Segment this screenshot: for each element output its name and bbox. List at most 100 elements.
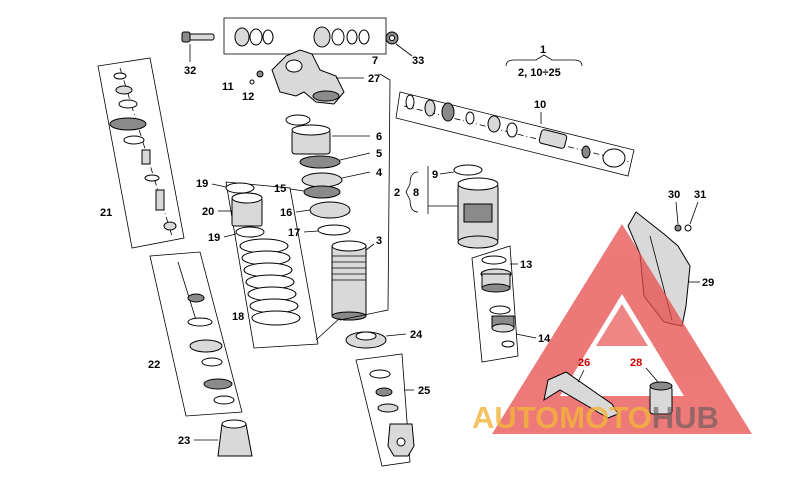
leader-30: [675, 201, 679, 225]
link-line: [315, 317, 341, 341]
leader-26: [577, 369, 585, 383]
lower-washer-a: [187, 293, 205, 303]
leader-15: [289, 188, 305, 192]
top-eye-27: 27 11 12: [222, 49, 380, 105]
oring-top: [285, 114, 311, 126]
lower-ring: [213, 395, 235, 405]
valve-box-10: [395, 91, 635, 177]
seal-ring-left: [249, 28, 263, 46]
watermark-text-auto: AUTOMOTOHUB: [472, 400, 719, 435]
nut-hole: [389, 35, 395, 41]
callout-14: 14: [538, 333, 551, 345]
washer-12: [249, 79, 255, 85]
rod-shaft: [155, 189, 165, 211]
lower-rod: [177, 261, 197, 321]
callout-2: 2: [394, 187, 400, 199]
leader-31: [689, 201, 699, 225]
callout-5: 5: [376, 148, 382, 160]
valve-cap: [405, 94, 415, 110]
reservoir-ring-9: [453, 164, 483, 176]
top-eye-flange: [312, 90, 340, 102]
callout-23: 23: [178, 435, 190, 447]
bracket-26-body: [543, 371, 619, 419]
watermark-text-secondary: HUB: [652, 400, 719, 435]
leader-3: [365, 243, 375, 251]
spring-ring-19-bottom: [235, 226, 265, 238]
rod-shim-b: [123, 135, 145, 145]
callout-31: 31: [694, 189, 706, 201]
callout-1-sub: 2, 10÷25: [518, 67, 561, 79]
assembly-index-group: 1 2, 10÷25: [505, 44, 583, 79]
callout-32: 32: [184, 65, 196, 77]
lower-kit-box-22: [149, 251, 243, 417]
callout-26: 26: [578, 357, 590, 369]
clevis-washer: [377, 403, 399, 413]
top-eye-hole: [285, 59, 303, 73]
callout-15: 15: [274, 183, 286, 195]
reservoir-valve-10: 10: [395, 91, 635, 177]
ring-15: [303, 185, 341, 199]
reservoir-kit-box: [471, 245, 519, 363]
brace-8: [405, 171, 419, 213]
floating-piston-base: [491, 323, 515, 333]
callout-30: 30: [668, 189, 680, 201]
valve-ring-c: [487, 115, 501, 133]
leader-33: [395, 43, 413, 57]
spring-seat-20-top: [231, 192, 263, 204]
spring-coil-7: [251, 310, 301, 326]
valve-knob: [581, 145, 591, 159]
callout-1: 1: [540, 44, 546, 56]
rod-end: [163, 221, 177, 231]
reservoir-label: [463, 203, 493, 223]
callout-16: 16: [280, 207, 292, 219]
callout-10: 10: [534, 99, 546, 111]
lower-washer-b: [203, 378, 233, 390]
washer-31: [684, 224, 692, 232]
callout-29: 29: [702, 277, 714, 289]
ring-nut-4: [301, 172, 343, 188]
clevis-kit-box-25: [355, 353, 411, 467]
bushing-6-top: [291, 124, 331, 136]
callout-3: 3: [376, 235, 382, 247]
callout-28: 28: [630, 357, 642, 369]
valve-piston: [441, 102, 455, 122]
rod-spacer: [141, 149, 151, 165]
damper-body-top: [331, 240, 367, 252]
damper-body-bottom: [331, 311, 367, 321]
callout-19-top: 19: [196, 178, 208, 190]
clevis-hole: [396, 437, 406, 447]
leader-19-top: [211, 183, 227, 188]
callout-25: 25: [418, 385, 430, 397]
reservoir-top: [457, 177, 499, 191]
ring-nut-5: [299, 155, 341, 169]
oring-right: [346, 29, 358, 45]
piston-ring-14: [489, 305, 511, 315]
callout-20: 20: [202, 206, 214, 218]
clevis-cap-hole: [355, 331, 377, 341]
leader-28: [645, 367, 659, 383]
leader-4: [341, 171, 371, 179]
callout-27: 27: [368, 73, 380, 85]
leader-19-bottom: [223, 233, 237, 238]
callout-11: 11: [222, 81, 234, 93]
callout-33: 33: [412, 55, 424, 67]
damper-body-3: [331, 245, 367, 317]
valve-axis: [403, 105, 631, 163]
valve-body: [538, 129, 568, 149]
damper-stack: 6 5 4 15 16 17 3 2 8: [274, 73, 429, 321]
watermark-inner-triangle: [596, 304, 648, 346]
bracket-26: 26: [543, 357, 619, 419]
reservoir-cap-base: [481, 283, 511, 293]
screw-30: [674, 224, 682, 232]
valve-ring-a: [424, 99, 436, 117]
rod-bumper: [144, 174, 160, 182]
rod-piston: [109, 117, 147, 131]
bushing-right: [313, 26, 331, 48]
valve-end-cap: [602, 148, 626, 168]
rod-kit-box-21: [97, 57, 185, 249]
group-brace: [505, 54, 583, 67]
spring-kit-box: [225, 181, 319, 349]
leader-9: [439, 171, 455, 175]
bottom-clevis: 24 25: [315, 317, 430, 467]
